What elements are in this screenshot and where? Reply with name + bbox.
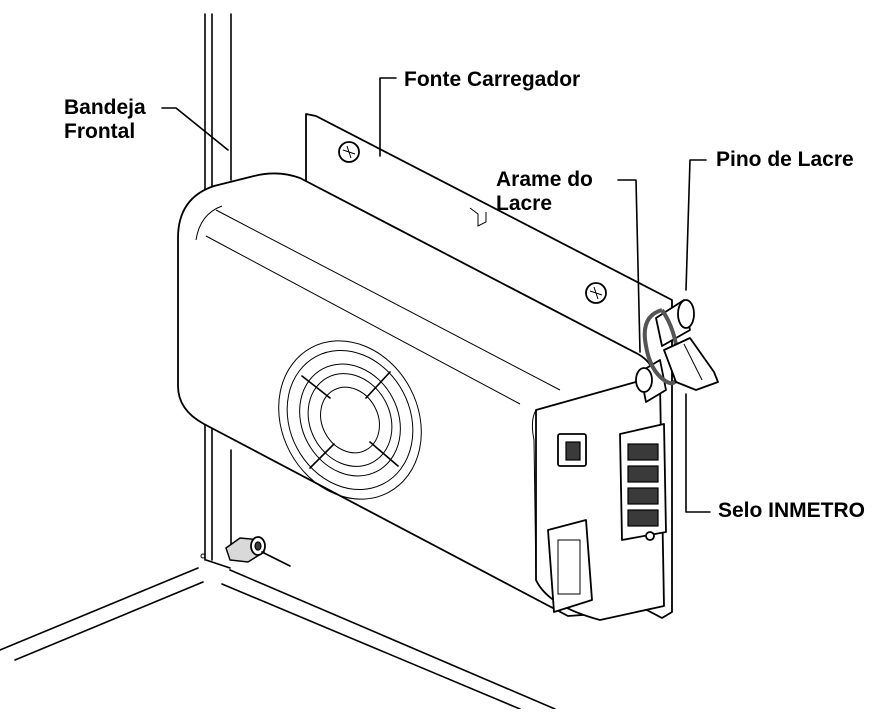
fan-grille [278,340,422,500]
label-bandeja-frontal: Bandeja Frontal [64,96,146,144]
label-fonte-carregador: Fonte Carregador [404,68,580,92]
label-selo-text: Selo INMETRO [718,499,866,522]
side-connector [547,519,593,613]
label-arame-line1: Arame do [496,168,593,191]
bottom-fitting [225,536,291,567]
label-selo-inmetro: Selo INMETRO [718,499,865,523]
label-bandeja-line1: Bandeja [64,96,146,119]
leader-lines [161,77,711,513]
leader-selo [685,393,711,513]
label-pino-text: Pino de Lacre [716,148,854,171]
charger-power-supply [177,172,667,621]
inmetro-seal [663,337,719,391]
seal-assembly [635,299,719,403]
leader-arame [617,179,641,353]
label-bandeja-line2: Frontal [64,120,136,143]
front-tray [0,13,556,710]
label-fonte-text: Fonte Carregador [404,68,581,91]
label-arame-do-lacre: Arame do Lacre [496,168,593,216]
seal-wire [642,308,681,386]
leader-pino [685,159,707,291]
leader-fonte [379,77,397,157]
leader-bandeja [161,107,229,151]
label-arame-line2: Lacre [496,192,553,215]
terminal-block [619,423,667,541]
label-pino-de-lacre: Pino de Lacre [716,148,854,172]
